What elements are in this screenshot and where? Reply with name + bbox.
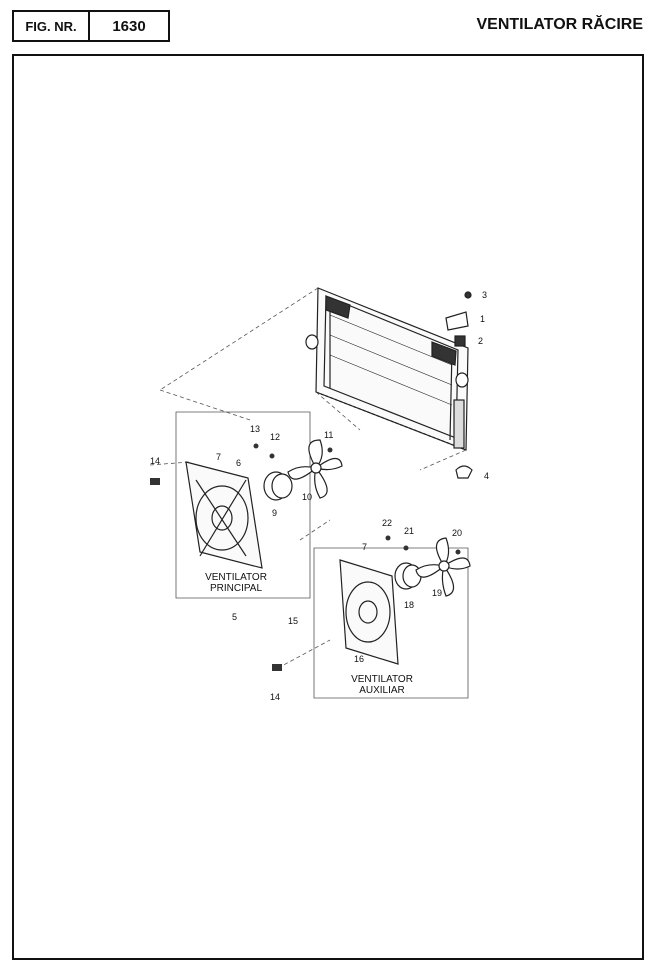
callout-15: 15 (288, 616, 298, 626)
callout-4: 4 (484, 471, 489, 481)
callout-11: 11 (324, 430, 333, 440)
fan-blade-principal (287, 439, 343, 499)
callout-12: 12 (270, 432, 280, 442)
diagram-frame (12, 54, 644, 960)
callout-16: 16 (354, 654, 364, 664)
callout-10: 10 (302, 492, 312, 502)
callout-14-principal: 14 (150, 456, 160, 466)
callout-5: 5 (232, 612, 237, 622)
callout-3: 3 (482, 290, 487, 300)
figure-label: FIG. NR. (14, 12, 90, 40)
label-principal-line2: PRINCIPAL (210, 583, 262, 594)
bracket-parts (445, 291, 473, 479)
box-auxiliar (313, 547, 469, 699)
box-labels: VENTILATOR PRINCIPAL VENTILATOR AUXILIAR (205, 572, 413, 696)
motor-auxiliar (394, 562, 422, 590)
leader-lines (149, 287, 467, 669)
box-principal (175, 411, 311, 599)
fan-shroud-principal (185, 461, 263, 569)
callout-labels: 3 1 2 4 13 12 11 14 7 6 9 10 22 21 20 7 … (150, 290, 489, 702)
callout-18: 18 (404, 600, 414, 610)
figure-number-box: FIG. NR. 1630 (12, 10, 170, 42)
page-title: VENTILATOR RĂCIRE (476, 16, 643, 33)
callout-20: 20 (452, 528, 462, 538)
fan-shroud-auxiliar (339, 559, 399, 665)
label-auxiliar-line2: AUXILIAR (359, 685, 405, 696)
callout-14-auxiliar: 14 (270, 692, 280, 702)
motor-principal (263, 471, 293, 501)
screws-auxiliar (272, 535, 461, 671)
callout-6: 6 (236, 458, 241, 468)
label-auxiliar-line1: VENTILATOR (351, 674, 413, 685)
figure-number: 1630 (112, 17, 146, 35)
label-principal-line1: VENTILATOR (205, 572, 267, 583)
fan-blade-auxiliar (415, 537, 471, 597)
callout-22: 22 (382, 518, 392, 528)
screws-principal (150, 443, 333, 485)
radiator-drawing (305, 287, 469, 451)
callout-13: 13 (250, 424, 260, 434)
callout-7-auxiliar: 7 (362, 542, 367, 552)
callout-19: 19 (432, 588, 442, 598)
callout-21: 21 (404, 526, 414, 536)
callout-2: 2 (478, 336, 483, 346)
callout-1: 1 (480, 314, 485, 324)
callout-9: 9 (272, 508, 277, 518)
callout-7-principal: 7 (216, 452, 221, 462)
